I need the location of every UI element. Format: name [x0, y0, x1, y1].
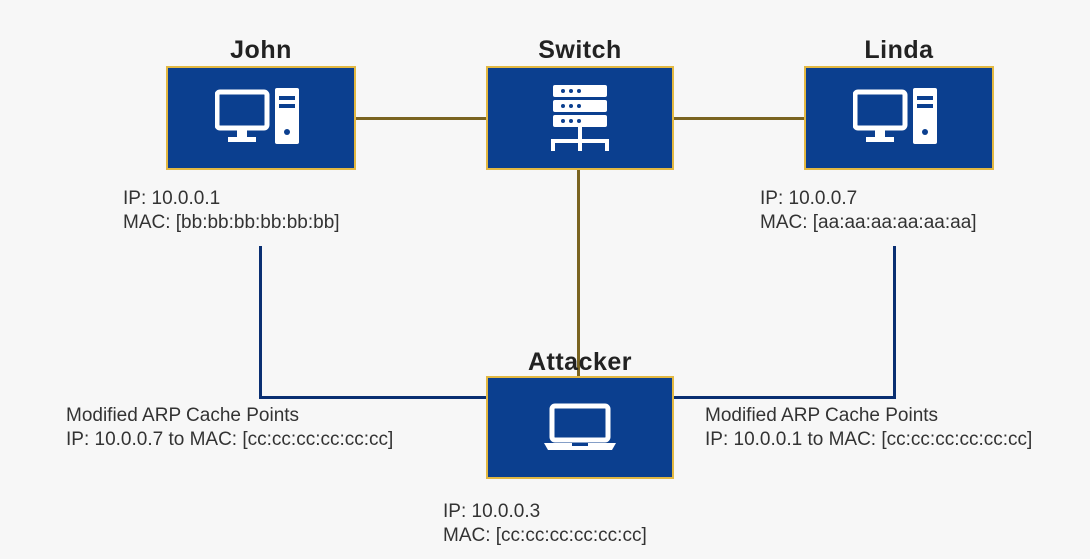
john-node[interactable] — [166, 66, 356, 170]
linda-node[interactable] — [804, 66, 994, 170]
poison-link-linda-horizontal — [672, 396, 896, 399]
desktop-computer-icon — [853, 88, 937, 144]
arp-note-left: Modified ARP Cache Points IP: 10.0.0.7 t… — [66, 404, 393, 452]
attacker-mac: MAC: [cc:cc:cc:cc:cc:cc] — [443, 525, 647, 546]
arp-note-right-line1: Modified ARP Cache Points — [705, 405, 939, 426]
switch-node[interactable] — [486, 66, 674, 170]
attacker-title: Attacker — [527, 348, 633, 376]
link-john-switch — [356, 117, 488, 120]
linda-title: Linda — [864, 36, 934, 64]
poison-link-john-vertical — [259, 246, 262, 398]
linda-mac: MAC: [aa:aa:aa:aa:aa:aa] — [760, 212, 977, 233]
link-switch-attacker — [577, 170, 580, 376]
network-switch-icon — [551, 85, 609, 151]
link-switch-linda — [672, 117, 806, 120]
arp-note-left-line1: Modified ARP Cache Points — [66, 405, 300, 426]
linda-ip: IP: 10.0.0.7 — [760, 188, 858, 209]
desktop-computer-icon — [215, 88, 299, 144]
poison-link-linda-vertical — [893, 246, 896, 398]
arp-note-left-line2: IP: 10.0.0.7 to MAC: [cc:cc:cc:cc:cc:cc] — [66, 429, 394, 450]
john-title: John — [230, 36, 292, 64]
linda-info: IP: 10.0.0.7 MAC: [aa:aa:aa:aa:aa:aa] — [760, 187, 977, 235]
arp-note-right-line2: IP: 10.0.0.1 to MAC: [cc:cc:cc:cc:cc:cc] — [705, 429, 1033, 450]
john-ip: IP: 10.0.0.1 — [123, 188, 221, 209]
john-mac: MAC: [bb:bb:bb:bb:bb:bb] — [123, 212, 340, 233]
laptop-icon — [544, 403, 616, 450]
arp-note-right: Modified ARP Cache Points IP: 10.0.0.1 t… — [705, 404, 1032, 452]
john-info: IP: 10.0.0.1 MAC: [bb:bb:bb:bb:bb:bb] — [123, 187, 340, 235]
attacker-node[interactable] — [486, 376, 674, 479]
attacker-ip: IP: 10.0.0.3 — [443, 501, 541, 522]
attacker-info: IP: 10.0.0.3 MAC: [cc:cc:cc:cc:cc:cc] — [443, 500, 647, 548]
poison-link-john-horizontal — [259, 396, 488, 399]
switch-title: Switch — [538, 36, 622, 64]
